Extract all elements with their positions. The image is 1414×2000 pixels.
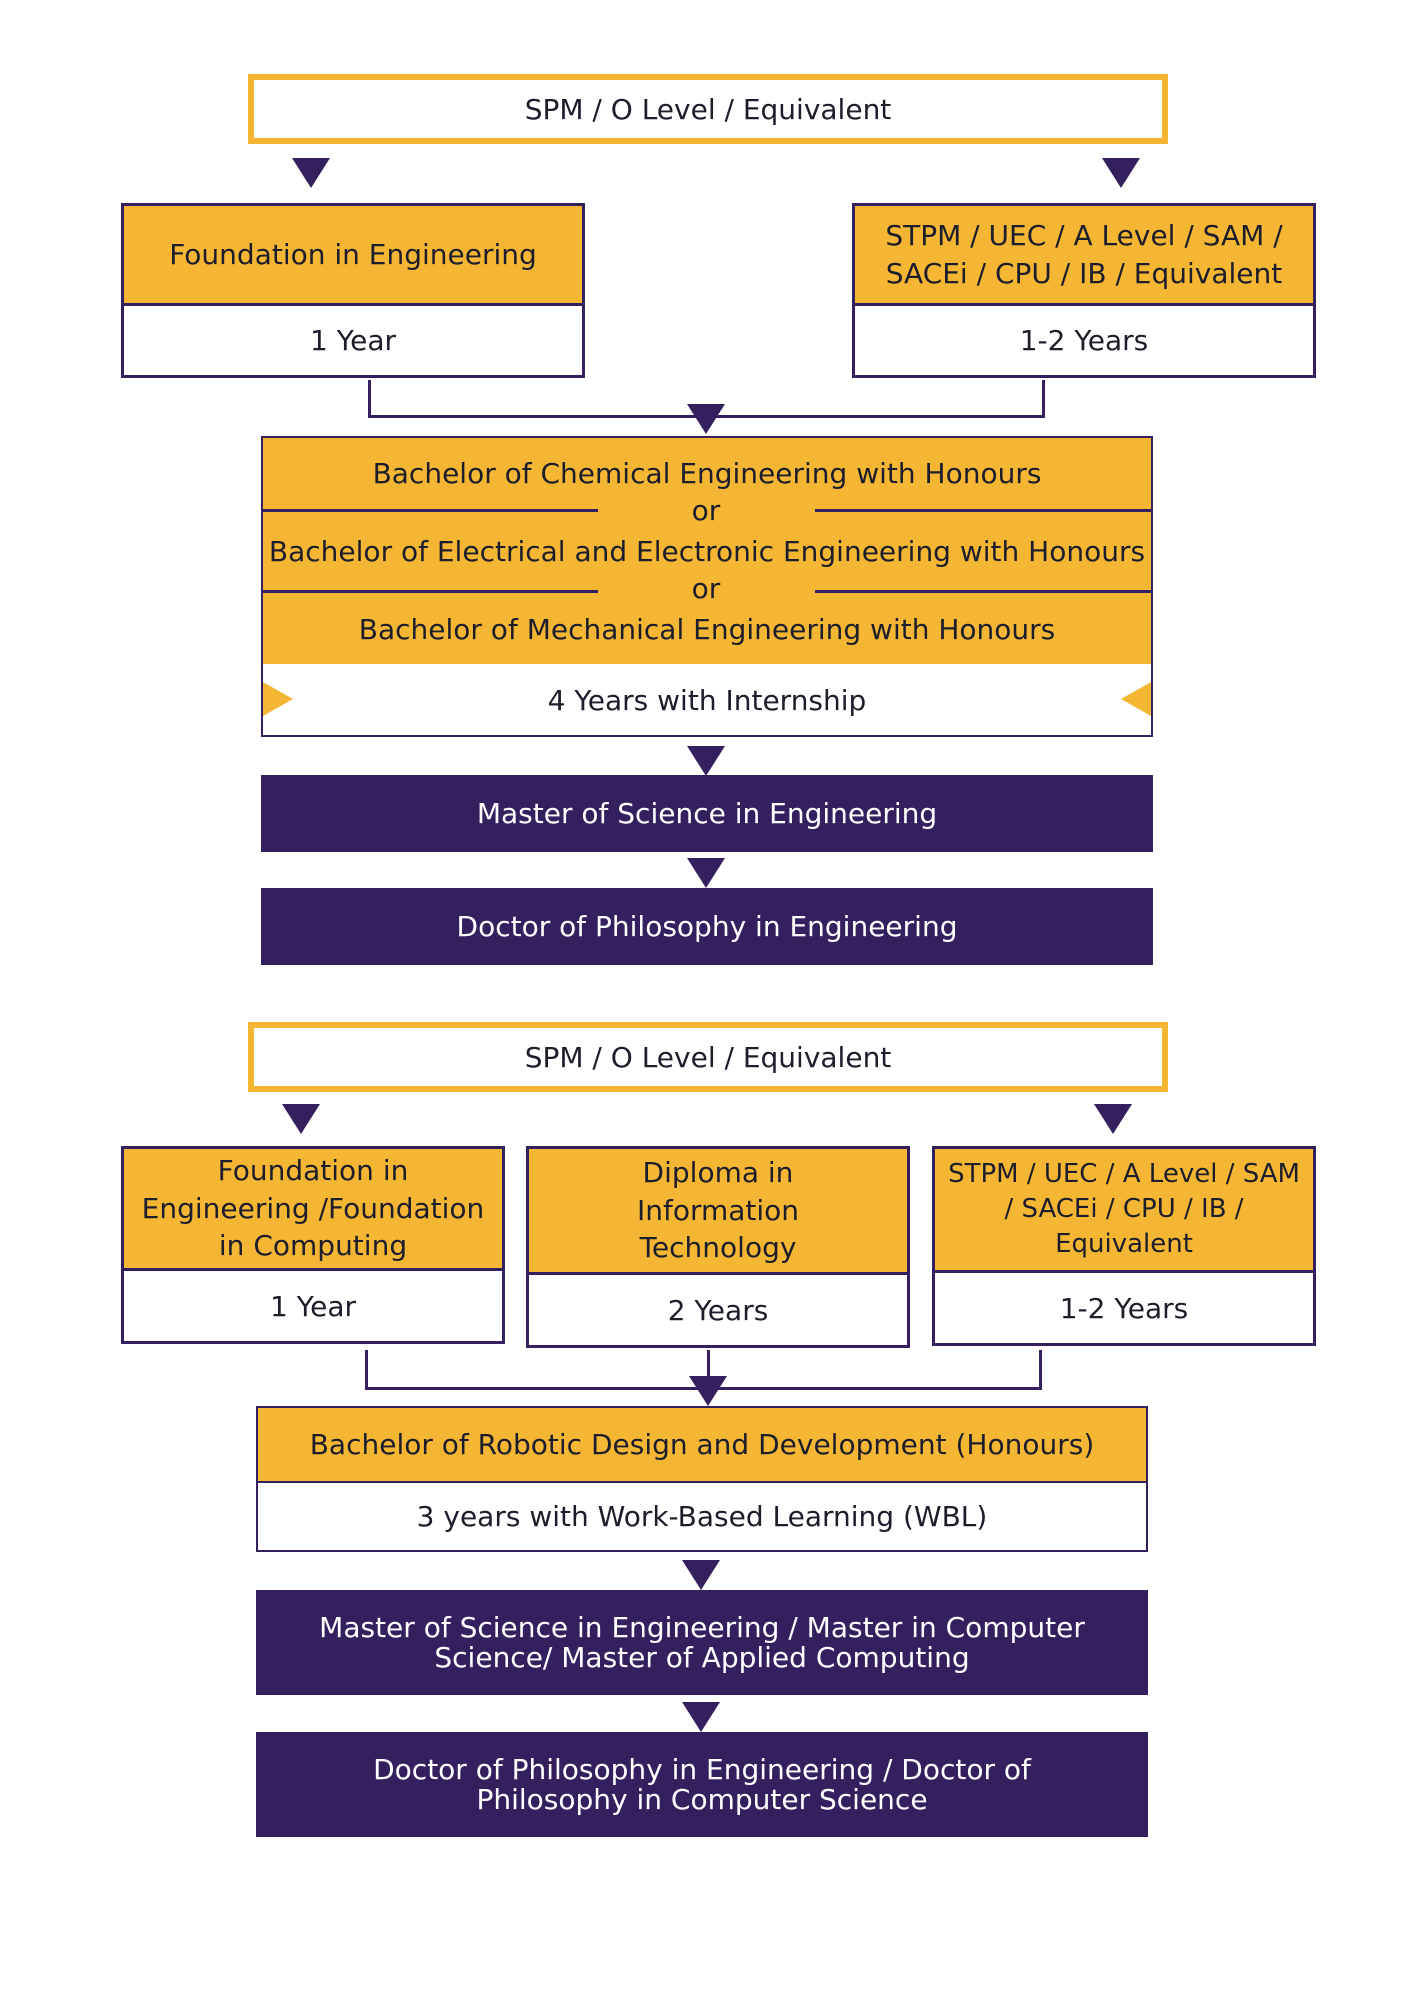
pathway-card-foundation: Foundation in Engineering /Foundation in… [121, 1146, 505, 1344]
divider-line [263, 509, 598, 512]
arrow-down-icon [1094, 1104, 1132, 1134]
pathway-title: STPM / UEC / A Level / SAM / SACEi / CPU… [855, 206, 1313, 306]
bachelor-block-engineering: Bachelor of Chemical Engineering with Ho… [261, 436, 1153, 737]
or-label: or [691, 572, 721, 605]
divider-line [263, 590, 598, 593]
or-label: or [691, 494, 721, 527]
pathway-duration: 1 Year [310, 324, 396, 357]
bachelor-duration: 4 Years with Internship [547, 684, 867, 717]
doctor-box-robotics: Doctor of Philosophy in Engineering / Do… [256, 1732, 1148, 1837]
bachelor-duration: 3 years with Work-Based Learning (WBL) [416, 1500, 988, 1533]
entry-label: SPM / O Level / Equivalent [524, 1040, 892, 1074]
master-box-robotics: Master of Science in Engineering / Maste… [256, 1590, 1148, 1695]
or-separator [263, 508, 1151, 516]
entry-label: SPM / O Level / Equivalent [524, 92, 892, 126]
pathway-card-preuniversity: STPM / UEC / A Level / SAM / SACEi / CPU… [932, 1146, 1316, 1346]
master-box-engineering: Master of Science in Engineering [261, 775, 1153, 852]
connector-line [707, 1350, 710, 1380]
bachelor-option: Bachelor of Mechanical Engineering with … [263, 594, 1151, 664]
arrow-right-icon [263, 682, 293, 716]
divider-line [815, 590, 1151, 593]
doctor-box-engineering: Doctor of Philosophy in Engineering [261, 888, 1153, 965]
arrow-down-icon [687, 858, 725, 888]
arrow-down-icon [687, 404, 725, 434]
pathway-card-foundation: Foundation in Engineering 1 Year [121, 203, 585, 378]
pathway-title: Diploma in Information Technology [529, 1149, 907, 1275]
pathway-duration: 2 Years [667, 1293, 769, 1327]
arrow-down-icon [292, 158, 330, 188]
arrow-left-icon [1121, 682, 1151, 716]
arrow-down-icon [682, 1702, 720, 1732]
bachelor-option: Bachelor of Electrical and Electronic En… [263, 516, 1151, 586]
pathway-card-diploma: Diploma in Information Technology 2 Year… [526, 1146, 910, 1348]
or-separator [263, 586, 1151, 594]
pathway-card-preuniversity: STPM / UEC / A Level / SAM / SACEi / CPU… [852, 203, 1316, 378]
arrow-down-icon [1102, 158, 1140, 188]
pathway-title: STPM / UEC / A Level / SAM / SACEi / CPU… [935, 1149, 1313, 1273]
bachelor-block-robotics: Bachelor of Robotic Design and Developme… [256, 1406, 1148, 1552]
bachelor-option: Bachelor of Chemical Engineering with Ho… [263, 438, 1151, 508]
pathway-duration: 1-2 Years [1059, 1291, 1189, 1325]
arrow-down-icon [689, 1376, 727, 1406]
pathway-duration: 1-2 Years [1019, 324, 1149, 357]
entry-box-robotics: SPM / O Level / Equivalent [248, 1022, 1168, 1092]
entry-box-engineering: SPM / O Level / Equivalent [248, 74, 1168, 144]
divider-line [815, 509, 1151, 512]
connector-line [368, 380, 371, 418]
bachelor-title: Bachelor of Robotic Design and Developme… [258, 1408, 1146, 1483]
arrow-down-icon [282, 1104, 320, 1134]
connector-line [1039, 1350, 1042, 1390]
arrow-down-icon [682, 1560, 720, 1590]
connector-line [1042, 380, 1045, 418]
pathway-duration: 1 Year [270, 1289, 356, 1323]
pathway-title: Foundation in Engineering [124, 206, 582, 306]
arrow-down-icon [687, 746, 725, 776]
connector-line [365, 1350, 368, 1390]
pathway-title: Foundation in Engineering /Foundation in… [124, 1149, 502, 1271]
